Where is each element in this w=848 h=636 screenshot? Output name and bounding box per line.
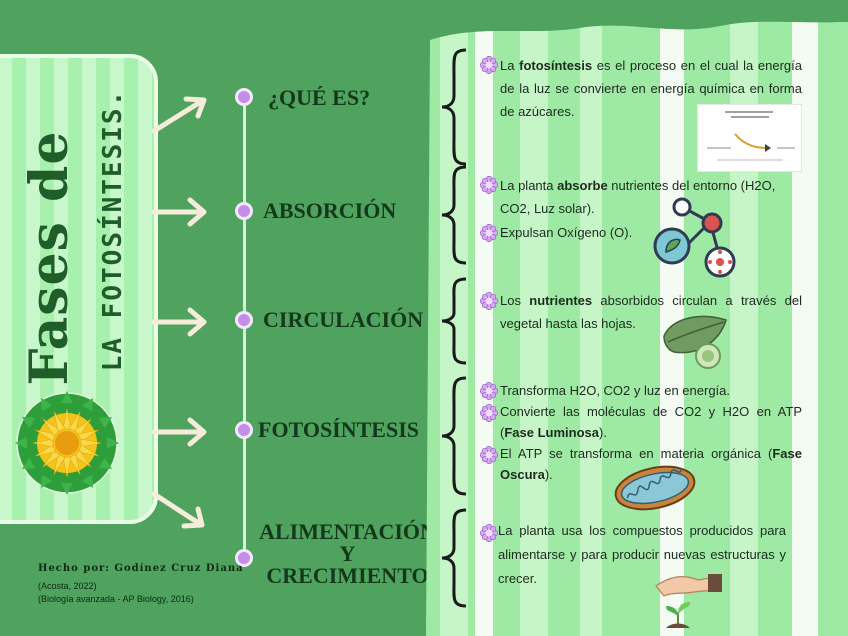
timeline-dot	[235, 549, 253, 567]
alimentacion-text: La planta usa los compuestos producidos …	[498, 523, 786, 586]
circulacion-text: Los nutrientes absorbidos circulan a tra…	[500, 293, 802, 331]
reference-2: (Biología avanzada - AP Biology, 2016)	[38, 594, 194, 604]
que-es-text: La fotosíntesis es el proceso en el cual…	[500, 58, 802, 119]
phase-absorcion: ABSORCIÓN	[263, 198, 397, 223]
arrow-icon	[151, 197, 207, 227]
flower-bullet-icon	[480, 292, 498, 310]
absorcion-text-2: Expulsan Oxígeno (O).	[500, 225, 633, 240]
photosynthesis-diagram-image	[697, 104, 802, 172]
flower-bullet-icon	[480, 56, 498, 74]
title-fases-de: Fases de	[19, 130, 80, 386]
flower-bullet-icon	[480, 446, 498, 464]
brace-icon	[441, 277, 467, 365]
molecule-icon	[653, 197, 736, 278]
timeline-dot	[235, 311, 253, 329]
fotosintesis-text-3: El ATP se transforma en materia orgánica…	[500, 446, 802, 482]
reference-1: (Acosta, 2022)	[38, 581, 97, 591]
brace-icon	[441, 165, 467, 265]
flower-bullet-icon	[480, 404, 498, 422]
arrow-icon	[151, 417, 207, 447]
phase-circulacion: CIRCULACIÓN	[263, 307, 424, 332]
arrow-icon	[151, 96, 207, 134]
flower-bullet-icon	[480, 382, 498, 400]
fotosintesis-text-2: Convierte las moléculas de CO2 y H2O en …	[500, 404, 802, 440]
brace-icon	[441, 48, 467, 166]
arrow-icon	[151, 491, 205, 529]
phase-que-es: ¿QUÉ ES?	[268, 85, 371, 110]
absorcion-text-1: La planta absorbe nutrientes del entorno…	[500, 178, 776, 216]
phase-alimentacion: ALIMENTACIÓN Y CRECIMIENTO	[259, 519, 436, 588]
timeline-dot	[235, 88, 253, 106]
title-la-fotosintesis: LA FOTOSÍNTESIS.	[98, 88, 128, 372]
timeline-dot	[235, 421, 253, 439]
hand-sprout-icon	[655, 574, 722, 628]
brace-icon	[441, 376, 467, 496]
timeline-dot	[235, 202, 253, 220]
brace-icon	[441, 508, 467, 608]
sun-icon	[15, 391, 119, 495]
flower-bullet-icon	[480, 224, 498, 242]
arrow-icon	[151, 307, 207, 337]
mitochondria-icon	[614, 465, 696, 511]
author-credit: Hecho por: Godínez Cruz Diana	[38, 563, 244, 574]
timeline-line	[243, 96, 246, 566]
fotosintesis-text-1: Transforma H2O, CO2 y luz en energía.	[500, 383, 731, 398]
phase-fotosintesis: FOTOSÍNTESIS	[258, 417, 420, 442]
flower-bullet-icon	[480, 176, 498, 194]
flower-bullet-icon	[480, 524, 498, 542]
leaf-icon	[663, 315, 727, 369]
